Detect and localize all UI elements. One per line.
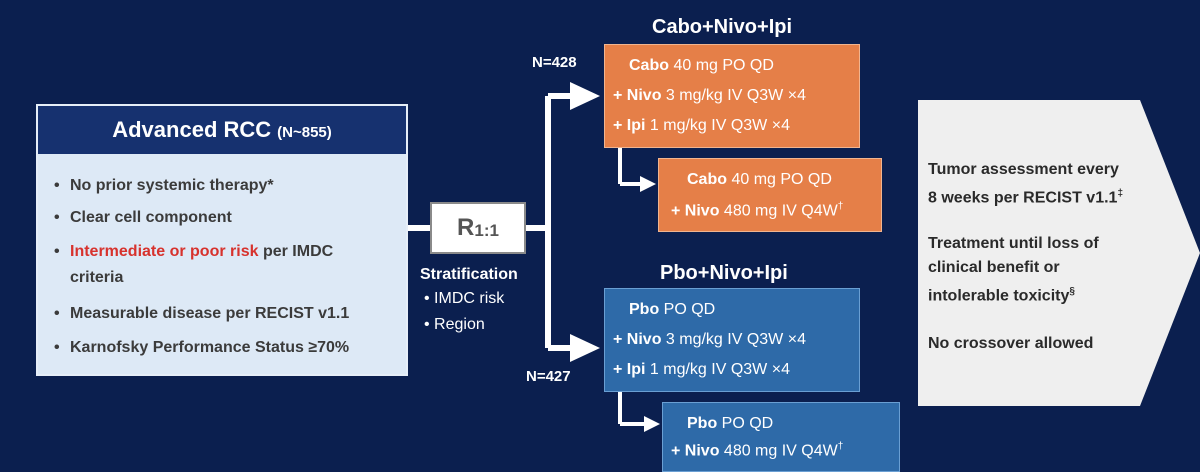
assessment-line-4: clinical benefit or (928, 259, 1060, 276)
criterion-3-continued: criteria (70, 269, 124, 286)
eligibility-n: (N~855) (277, 123, 332, 141)
arm-b-maintenance-line-2: + Nivo 480 mg IV Q4W† (671, 441, 844, 460)
arm-b-induction-box: Pbo PO QD + Nivo 3 mg/kg IV Q3W ×4 + Ipi… (604, 288, 860, 392)
stratification-title: Stratification (420, 266, 518, 283)
arm-a-induction-line-3: + Ipi 1 mg/kg IV Q3W ×4 (613, 117, 790, 134)
assessment-chevron (918, 100, 1200, 406)
stratification-item-2: • Region (424, 316, 485, 333)
arm-a-maintenance-line-1: Cabo 40 mg PO QD (687, 171, 832, 188)
criterion-3: •Intermediate or poor risk per IMDC (54, 243, 334, 260)
assessment-line-3: Treatment until loss of (928, 235, 1099, 252)
eligibility-title: Advanced RCC (112, 117, 272, 142)
assessment-line-5: intolerable toxicity§ (928, 286, 1075, 305)
criterion-4: •Measurable disease per RECIST v1.1 (54, 305, 350, 322)
stratification-item-1: • IMDC risk (424, 290, 505, 307)
arm-b-n: N=427 (526, 368, 571, 385)
arm-a-induction-box: Cabo 40 mg PO QD + Nivo 3 mg/kg IV Q3W ×… (604, 44, 860, 148)
arm-a-induction-line-2: + Nivo 3 mg/kg IV Q3W ×4 (613, 87, 806, 104)
arm-a-maintenance-box: Cabo 40 mg PO QD + Nivo 480 mg IV Q4W† (658, 158, 882, 232)
arm-b-title: Pbo+Nivo+Ipi (660, 262, 788, 284)
arm-b-maintenance-line-1: Pbo PO QD (687, 415, 774, 432)
randomization-box: R 1:1 (430, 202, 526, 254)
arm-b-induction-line-1: Pbo PO QD (629, 301, 716, 318)
arm-b-induction-line-2: + Nivo 3 mg/kg IV Q3W ×4 (613, 331, 806, 348)
arm-a-title: Cabo+Nivo+Ipi (652, 16, 793, 38)
randomization-label: R (457, 214, 475, 241)
arm-a-maintenance-line-2: + Nivo 480 mg IV Q4W† (671, 201, 844, 220)
criterion-2: •Clear cell component (54, 209, 232, 226)
randomization-ratio: 1:1 (474, 221, 499, 240)
criterion-highlight: Intermediate or poor risk (70, 243, 259, 260)
arm-b-maintenance-box: Pbo PO QD + Nivo 480 mg IV Q4W† (662, 402, 900, 472)
eligibility-box: Advanced RCC (N~855) •No prior systemic … (36, 104, 408, 376)
assessment-line-1: Tumor assessment every (928, 161, 1119, 178)
assessment-line-2: 8 weeks per RECIST v1.1‡ (928, 188, 1123, 207)
criterion-5: •Karnofsky Performance Status ≥70% (54, 339, 350, 356)
arm-a-n: N=428 (532, 54, 577, 71)
eligibility-header: Advanced RCC (N~855) (38, 106, 406, 154)
assessment-line-6: No crossover allowed (928, 335, 1094, 352)
arm-a-induction-line-1: Cabo 40 mg PO QD (629, 57, 774, 74)
arm-b-induction-line-3: + Ipi 1 mg/kg IV Q3W ×4 (613, 361, 790, 378)
criterion-1: •No prior systemic therapy* (54, 177, 274, 194)
